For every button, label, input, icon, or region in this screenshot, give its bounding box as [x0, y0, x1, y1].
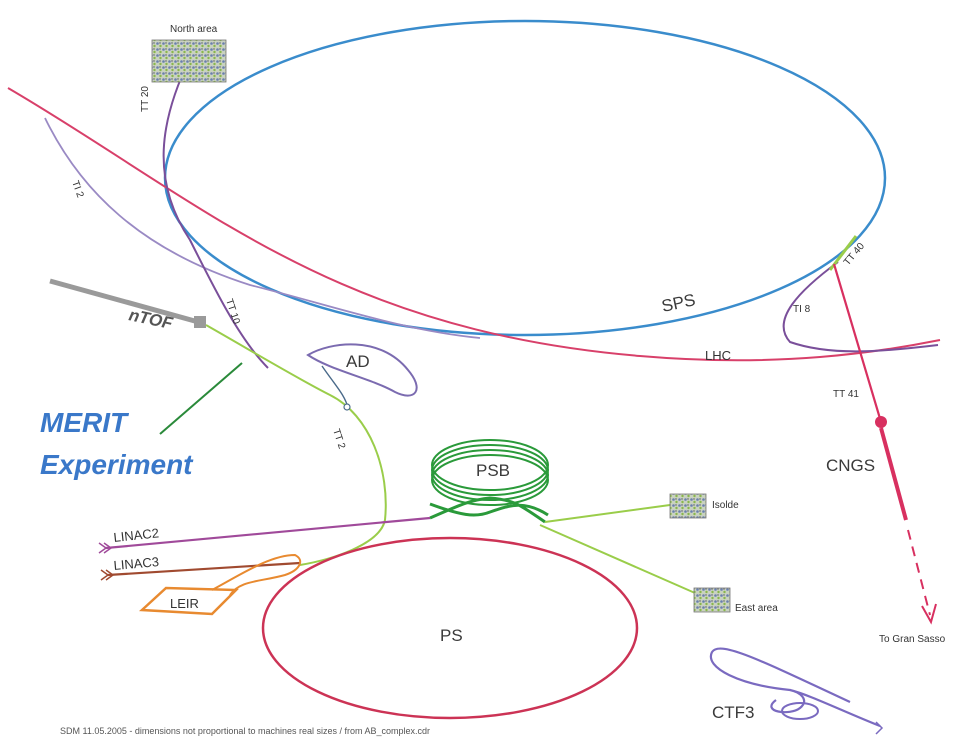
psb-rings	[431, 439, 549, 506]
ctf3-arrow-head-icon	[875, 721, 884, 735]
east-area-transfer-line	[539, 524, 696, 594]
label-sps: SPS	[660, 290, 697, 316]
ps-ring	[261, 536, 639, 720]
label-ps: PS	[440, 626, 463, 645]
north-area-building	[151, 39, 227, 83]
east-area-building	[693, 587, 731, 613]
merit-pointer	[159, 362, 243, 435]
ctf3-ring	[781, 702, 819, 720]
psb-injection-crossing	[429, 496, 549, 524]
isolde-building	[669, 493, 707, 519]
label-ntof: nTOF	[127, 305, 175, 333]
label-lhc: LHC	[705, 348, 731, 363]
label-linac3: LINAC3	[113, 554, 160, 573]
to-gran-sasso-dashed-line	[907, 529, 931, 616]
tt20-tt10-transfer-line	[162, 57, 269, 369]
gran-sasso-arrow-head-icon	[921, 603, 937, 625]
ti2-transfer-line	[44, 117, 481, 339]
label-linac2: LINAC2	[113, 525, 160, 545]
tt2-transfer-line	[205, 324, 387, 566]
ntof-beamline	[49, 278, 203, 326]
ad-target-dot-icon	[343, 403, 351, 411]
leir-ring	[138, 586, 239, 616]
label-psb: PSB	[476, 461, 510, 480]
label-tt40: TT 40	[842, 241, 867, 268]
ad-ring	[306, 343, 418, 397]
label-ti8: TI 8	[793, 304, 811, 315]
label-to-gran-sasso: To Gran Sasso	[879, 634, 946, 645]
label-isolde: Isolde	[712, 500, 739, 511]
ti8-transfer-line	[782, 261, 939, 353]
linac3-beamline	[107, 561, 301, 577]
label-north-area: North area	[170, 24, 218, 35]
label-ctf3: CTF3	[712, 703, 755, 722]
ctf3-complex	[709, 647, 881, 728]
tt41-transfer-line	[832, 263, 883, 423]
label-cngs: CNGS	[826, 456, 875, 475]
label-merit-line1: MERIT	[40, 407, 130, 438]
lhc-ring	[7, 87, 941, 362]
label-ad: AD	[346, 352, 370, 371]
label-tt41: TT 41	[833, 389, 859, 400]
label-ti2-upper: TI 2	[69, 179, 85, 199]
footer-note: SDM 11.05.2005 - dimensions not proporti…	[60, 726, 430, 736]
leir-transfer-loop	[211, 553, 302, 596]
sps-ring	[163, 19, 887, 337]
isolde-transfer-line	[544, 504, 671, 523]
label-tt10: TT 10	[223, 298, 242, 326]
ntof-target	[194, 316, 206, 328]
cngs-decay-tunnel	[879, 427, 908, 521]
linac2-beamline	[105, 516, 431, 550]
label-tt20: TT 20	[140, 86, 151, 112]
linac3-arrow-head-icon	[100, 569, 115, 581]
label-east-area: East area	[735, 603, 778, 614]
linac2-arrow-head-icon	[98, 542, 113, 554]
label-tt2: TT 2	[330, 428, 347, 451]
label-leir: LEIR	[170, 596, 199, 611]
label-merit-line2: Experiment	[40, 449, 194, 480]
cngs-target-dot-icon	[875, 416, 887, 428]
